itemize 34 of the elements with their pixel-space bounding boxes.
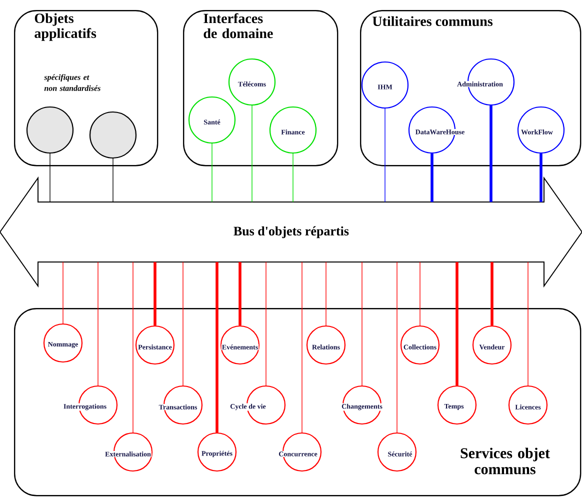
connector-line	[490, 262, 494, 326]
object-circle	[43, 323, 83, 363]
object-circle	[228, 58, 276, 106]
connector-line	[430, 154, 434, 202]
connector-line	[216, 262, 218, 432]
object-circle	[361, 61, 409, 109]
connector-line	[384, 108, 386, 202]
object-circle	[517, 106, 565, 154]
connector-line	[112, 158, 114, 202]
connector-line	[456, 262, 458, 386]
connector-line	[490, 106, 492, 202]
object-circle	[437, 385, 477, 425]
connector-line	[540, 154, 542, 202]
connector-line	[182, 262, 184, 386]
group-box: Objets applicatifs spécifiques et non standardisés	[14, 10, 158, 166]
connector-line	[154, 262, 156, 326]
empty-circle	[26, 106, 74, 154]
empty-circle	[89, 111, 137, 159]
object-circle	[472, 325, 512, 365]
connector-line	[292, 153, 294, 202]
object-circle	[400, 325, 440, 365]
object-circle	[306, 325, 346, 365]
connector-line	[238, 262, 242, 326]
object-circle	[246, 385, 286, 425]
object-circle	[220, 325, 260, 365]
object-circle	[135, 325, 175, 365]
connector-line	[132, 262, 134, 433]
object-circle	[269, 106, 317, 154]
object-circle	[508, 385, 548, 425]
connector-line	[62, 262, 64, 324]
object-circle	[188, 96, 236, 144]
connector-line	[396, 262, 398, 433]
object-circle	[377, 432, 417, 472]
object-circle	[197, 432, 237, 472]
